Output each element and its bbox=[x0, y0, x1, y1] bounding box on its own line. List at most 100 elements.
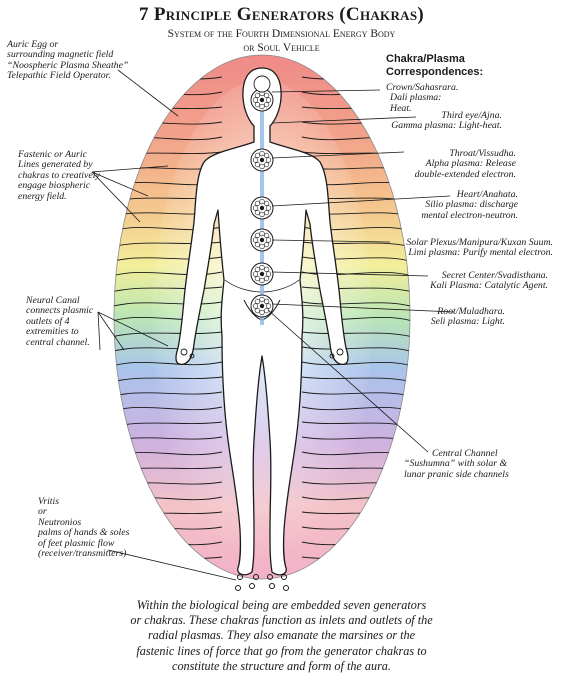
chakra-root-label: Root/Muladhara. Seli plasma: Light. bbox=[340, 306, 505, 328]
fastenic-line bbox=[114, 451, 223, 461]
central-channel-label: Central Channel “Sushumna” with solar & … bbox=[404, 448, 544, 480]
label-line: Auric Egg or bbox=[7, 39, 59, 50]
label-line: central channel. bbox=[26, 336, 90, 348]
fastenic-line bbox=[114, 361, 223, 371]
chakra-name: Throat/Vissudha. bbox=[449, 148, 516, 159]
fastenic-line bbox=[301, 271, 410, 281]
fastenic-line bbox=[301, 376, 410, 386]
chakra-name: Crown/Sahasrara. bbox=[386, 82, 459, 93]
chakra-rosette bbox=[250, 88, 274, 112]
chakra-rosette bbox=[250, 148, 274, 172]
label-line: Telepathic Field Operator. bbox=[7, 70, 111, 82]
fastenic-line bbox=[301, 286, 410, 296]
label-line: palms of hands & soles bbox=[38, 527, 130, 539]
label-line: energy field. bbox=[18, 190, 67, 202]
caption-line: radial plasmas. They also emanate the ma… bbox=[147, 628, 416, 643]
fastenic-line bbox=[114, 466, 223, 476]
fastenic-line bbox=[301, 436, 410, 446]
chakra-name: Solar Plexus/Manipura/Kuxan Suum. bbox=[406, 237, 553, 248]
fastenic-line bbox=[114, 331, 223, 341]
caption-line: fastenic lines of force that go from the… bbox=[136, 643, 427, 658]
leader-lines bbox=[91, 69, 455, 581]
subtitle-line: or Soul Vehicle bbox=[243, 42, 320, 54]
chakra-crown-label: Crown/Sahasrara. Dali plasma: Heat. bbox=[330, 82, 460, 114]
chakra-solar-plexus-label: Solar Plexus/Manipura/Kuxan Suum. Limi p… bbox=[340, 237, 553, 259]
plasma-desc: mental electron-neutron. bbox=[421, 209, 518, 221]
plasma-desc: Seli plasma: Light. bbox=[430, 316, 505, 328]
caption-line: Within the biological being are embedded… bbox=[136, 598, 427, 612]
fastenic-line bbox=[301, 481, 410, 491]
label-line: Neural Canal bbox=[26, 295, 80, 306]
heading-line: Correspondences: bbox=[386, 66, 484, 78]
label-line: Central Channel bbox=[432, 448, 498, 459]
chakra-name: Third eye/Ajna. bbox=[441, 110, 502, 121]
fastenic-line bbox=[301, 301, 410, 311]
chakra-secret-center-label: Secret Center/Svadisthana. Kali Plasma: … bbox=[340, 270, 548, 292]
label-line: (receiver/transmitters) bbox=[38, 548, 127, 560]
fastenic-lines-label: Fastenic or Auric Lines generated by cha… bbox=[18, 149, 128, 202]
fastenic-line bbox=[301, 496, 410, 506]
page-subtitle: System of the Fourth Dimensional Energy … bbox=[0, 27, 563, 55]
chakra-rosette bbox=[250, 196, 274, 220]
plasma-desc: Alpha plasma: Release bbox=[425, 158, 516, 170]
caption-line: or chakras. These chakras function as in… bbox=[130, 613, 433, 628]
plasma-desc: Gamma plasma: Light-heat. bbox=[391, 120, 502, 132]
fastenic-line bbox=[301, 406, 410, 416]
fastenic-line bbox=[114, 421, 223, 431]
plasma-desc: Silio plasma: discharge bbox=[425, 199, 518, 211]
subtitle-line: System of the Fourth Dimensional Energy … bbox=[167, 28, 396, 40]
page-title: 7 Principle Generators (Chakras) bbox=[138, 4, 424, 25]
fastenic-line bbox=[114, 496, 223, 506]
heading-line: Chakra/Plasma bbox=[386, 53, 465, 65]
label-line: connects plasmic bbox=[26, 305, 94, 317]
vritis-label: Vritis or Neutronios palms of hands & so… bbox=[38, 496, 158, 560]
caption-line: constitute the structure and form of the… bbox=[172, 658, 391, 673]
label-line: or bbox=[38, 506, 47, 518]
fastenic-line bbox=[114, 286, 223, 296]
chakra-throat-label: Throat/Vissudha. Alpha plasma: Release d… bbox=[340, 148, 516, 180]
label-line: “Noospheric Plasma Sheathe” bbox=[7, 59, 129, 71]
chakra-third-eye-label: Third eye/Ajna. Gamma plasma: Light-heat… bbox=[330, 110, 502, 132]
fastenic-line bbox=[114, 406, 223, 416]
label-line: surrounding magnetic field bbox=[7, 49, 114, 61]
fastenic-line bbox=[114, 376, 223, 386]
fastenic-line bbox=[301, 391, 410, 401]
fastenic-line bbox=[114, 271, 223, 281]
fastenic-line bbox=[114, 151, 223, 161]
label-line: “Sushumna” with solar & bbox=[404, 458, 508, 470]
crown-rosette bbox=[253, 75, 271, 93]
chakra-rosette bbox=[250, 294, 274, 318]
fastenic-line bbox=[301, 331, 410, 341]
fastenic-line bbox=[301, 361, 410, 371]
label-line: engage biospheric bbox=[18, 180, 91, 192]
label-line: Lines generated by bbox=[18, 159, 93, 171]
feet-plasma-circles bbox=[235, 574, 289, 591]
fastenic-line bbox=[114, 346, 223, 356]
fastenic-line bbox=[114, 301, 223, 311]
fastenic-line bbox=[301, 466, 410, 476]
neural-canal-label: Neural Canal connects plasmic outlets of… bbox=[26, 295, 126, 348]
label-line: Neutronios bbox=[38, 516, 82, 528]
plasma-desc: Kali Plasma: Catalytic Agent. bbox=[430, 280, 548, 292]
fastenic-line bbox=[114, 316, 223, 326]
fastenic-line bbox=[301, 151, 410, 161]
fastenic-line bbox=[301, 451, 410, 461]
caption: Within the biological being are embedded… bbox=[70, 598, 493, 674]
label-line: extremities to bbox=[26, 326, 79, 338]
fastenic-line bbox=[301, 346, 410, 356]
fastenic-line bbox=[301, 421, 410, 431]
label-line: of feet plasmic flow bbox=[38, 537, 115, 549]
chakra-group bbox=[250, 75, 274, 318]
label-line: Fastenic or Auric bbox=[18, 149, 87, 160]
plasma-desc: Dali plasma: Heat. bbox=[390, 92, 442, 114]
chakra-rosette bbox=[250, 262, 274, 286]
label-line: outlets of 4 bbox=[26, 315, 70, 327]
plasma-desc: Limi plasma: Purify mental electron. bbox=[408, 247, 553, 259]
chakra-name: Root/Muladhara. bbox=[437, 306, 505, 317]
fastenic-line bbox=[114, 436, 223, 446]
chakra-heart-label: Heart/Anahata. Silio plasma: discharge m… bbox=[340, 189, 518, 221]
chakra-name: Heart/Anahata. bbox=[456, 189, 518, 200]
plasma-desc: double-extended electron. bbox=[414, 168, 516, 180]
fastenic-line bbox=[114, 391, 223, 401]
